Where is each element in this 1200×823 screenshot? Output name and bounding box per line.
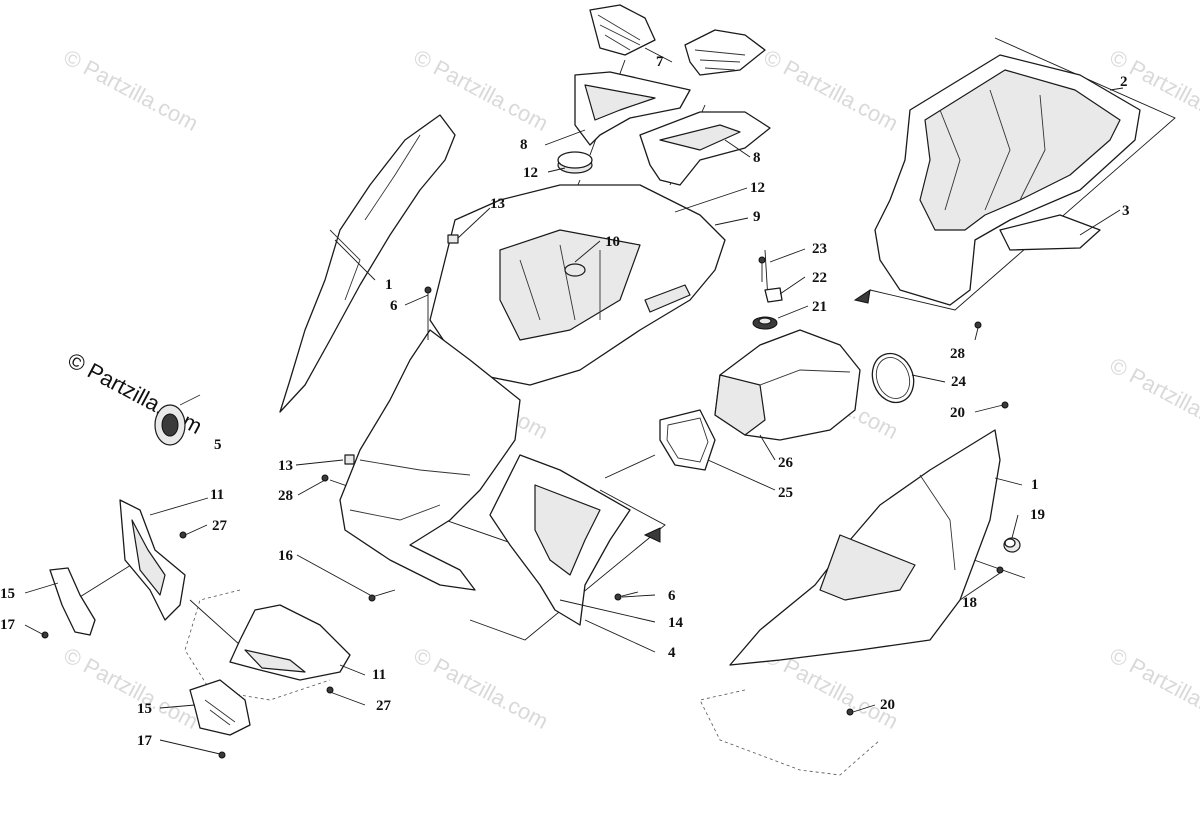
callout-6-upper: 6	[390, 298, 398, 314]
callout-14: 14	[668, 615, 684, 631]
part-15-vent-plates	[49, 567, 251, 736]
callout-21: 21	[812, 299, 827, 315]
callout-15-lower: 15	[137, 701, 152, 717]
part-7-vent-grilles	[589, 4, 766, 76]
callout-10: 10	[605, 234, 620, 250]
callout-7: 7	[656, 54, 664, 70]
part-25-duct-seal	[659, 409, 716, 471]
callout-11-lower: 11	[372, 667, 386, 683]
callout-8-right: 8	[753, 150, 761, 166]
callout-27-lower: 27	[376, 698, 392, 714]
callout-5: 5	[214, 437, 222, 453]
callout-leaders	[24, 47, 1124, 755]
callout-labels: 1 1 2 3 4 5 6 6 7 8 8 9 10 11 11 12 12 1…	[0, 54, 1130, 749]
part-2-storage-tray	[853, 54, 1141, 306]
callout-24: 24	[951, 374, 967, 390]
callout-25: 25	[778, 485, 793, 501]
part-3-tray-insert	[999, 214, 1101, 251]
callout-12-left: 12	[523, 165, 538, 181]
parts-21-22-23-mount	[752, 256, 783, 330]
callout-28-right: 28	[950, 346, 965, 362]
callout-22: 22	[812, 270, 827, 286]
callout-20-lower: 20	[880, 697, 895, 713]
callout-18: 18	[962, 595, 977, 611]
callout-12-right: 12	[750, 180, 765, 196]
callout-23: 23	[812, 241, 827, 257]
watermark: © Partzilla.com	[1106, 642, 1200, 734]
callout-16: 16	[278, 548, 294, 564]
watermark: © Partzilla.com	[60, 44, 203, 136]
callout-15-upper: 15	[0, 586, 15, 602]
callout-17-upper: 17	[0, 617, 16, 633]
part-4-lower-cowl	[339, 329, 521, 591]
callout-13-upper: 13	[490, 196, 505, 212]
part-5-boot	[154, 394, 201, 446]
part-24-clamp	[871, 352, 915, 404]
part-26-air-duct	[714, 329, 861, 441]
part-11-left-bracket	[119, 499, 186, 621]
callout-1-right: 1	[1031, 477, 1039, 493]
watermark: © Partzilla.com	[410, 642, 553, 734]
callout-4: 4	[668, 645, 676, 661]
callout-11-upper: 11	[210, 487, 224, 503]
part-11-lower-bracket	[229, 604, 351, 681]
callout-26: 26	[778, 455, 794, 471]
part-1-right-side-panel	[729, 429, 1001, 666]
part-4-side-insert	[489, 454, 661, 626]
callout-20-upper: 20	[950, 405, 965, 421]
part-1-left-side-panel	[279, 114, 456, 413]
part-8-vent-ducts	[574, 71, 771, 186]
callout-13-lower: 13	[278, 458, 293, 474]
callout-17-lower: 17	[137, 733, 153, 749]
part-9-upper-hood	[429, 184, 726, 386]
callout-3: 3	[1122, 203, 1130, 219]
callout-2: 2	[1120, 74, 1128, 90]
callout-9: 9	[753, 209, 761, 225]
callout-1-left: 1	[385, 277, 393, 293]
watermark: © Partzilla.com	[760, 44, 903, 136]
part-19-plug	[1003, 537, 1021, 553]
callout-6-lower: 6	[668, 588, 676, 604]
callout-8-left: 8	[520, 137, 528, 153]
callout-27-upper: 27	[212, 518, 228, 534]
callout-28-left: 28	[278, 488, 293, 504]
callout-19: 19	[1030, 507, 1045, 523]
watermark: © Partzilla.com	[60, 642, 203, 734]
watermark: © Partzilla.com	[1106, 352, 1200, 444]
